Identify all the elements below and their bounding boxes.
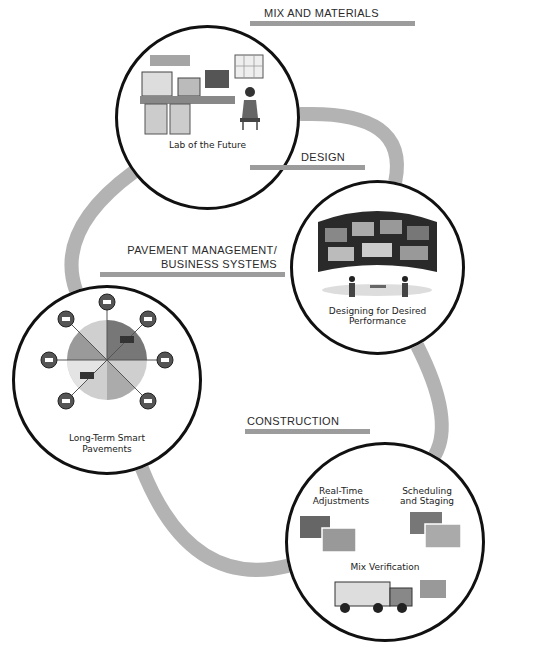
design-illustration-shape: [349, 283, 355, 297]
pavement-map-illustration-shape-shape: [66, 319, 107, 360]
pavement-map-illustration-shape-shape: [62, 317, 70, 321]
cycle-band: [417, 346, 442, 456]
design-illustration-shape: [352, 222, 374, 236]
design-illustration-shape: [322, 284, 432, 296]
design-illustration-shape: [402, 283, 408, 297]
design-illustration-shape: [402, 276, 408, 282]
circle-border: [287, 444, 484, 641]
design-illustration: [318, 211, 437, 297]
pavement-map-illustration-shape-shape: [107, 319, 148, 360]
circle-border: [117, 27, 299, 209]
cycle-band: [142, 468, 288, 570]
lab-illustration-shape: [142, 72, 172, 96]
lab-illustration-shape: [235, 55, 263, 78]
circle-outline: [285, 442, 485, 642]
construction-illustration: [300, 512, 461, 613]
construction-illustration-shape: [373, 603, 383, 613]
design-illustration-shape: [349, 276, 355, 282]
picture-caption: Real-Time Adjustments: [309, 486, 373, 507]
pavement-map-illustration-shape-shape: [62, 399, 70, 403]
construction-illustration-shape: [335, 582, 390, 606]
picture-caption: Mix Verification: [335, 562, 435, 572]
section-heading: PAVEMENT MANAGEMENT/ BUSINESS SYSTEMS: [100, 243, 285, 277]
picture-caption: Designing for Desired Performance: [325, 306, 430, 327]
lab-illustration-shape: [245, 87, 255, 97]
pavement-map-illustration-shape: [120, 336, 134, 343]
construction-illustration-shape: [397, 603, 407, 613]
circle-outline: [115, 25, 300, 210]
pavement-map-illustration-shape: [49, 302, 165, 401]
cycle-band: [300, 114, 397, 182]
picture-caption: Lab of the Future: [137, 140, 278, 150]
picture-caption: Scheduling and Staging: [393, 486, 461, 507]
pavement-map-illustration-shape-shape: [107, 302, 108, 360]
pavement-map-illustration-shape-shape: [49, 360, 107, 361]
lab-illustration-shape: [244, 55, 245, 78]
pavement-map-illustration-shape-shape: [144, 317, 152, 321]
lab-illustration-shape: [242, 100, 258, 118]
pavement-map-illustration: [41, 294, 173, 409]
pavement-map-illustration-shape: [41, 294, 173, 409]
circle-border: [292, 182, 464, 354]
section-heading: MIX AND MATERIALS: [250, 6, 415, 26]
stage-circle: CONSTRUCTIONReal-Time AdjustmentsSchedul…: [285, 442, 485, 642]
pavement-map-illustration-shape-shape: [103, 300, 111, 304]
pavement-map-illustration-shape: [67, 360, 107, 388]
pavement-map-illustration-shape-shape: [161, 358, 169, 362]
design-illustration-shape: [318, 211, 437, 272]
design-illustration-shape: [370, 285, 386, 288]
pavement-map-illustration-shape-shape: [58, 393, 74, 409]
pavement-map-illustration-shape-shape: [140, 311, 156, 327]
lab-illustration-shape: [240, 118, 260, 122]
pavement-map-illustration-shape-shape: [107, 360, 148, 401]
lab-illustration-shape: [205, 70, 229, 88]
circle-border: [14, 287, 201, 474]
pavement-map-illustration-shape-shape: [58, 311, 74, 327]
design-illustration-shape: [380, 220, 402, 234]
pavement-map-illustration-shape-shape: [107, 360, 165, 361]
stage-circle: PAVEMENT MANAGEMENT/ BUSINESS SYSTEMSLon…: [12, 285, 202, 475]
pavement-map-illustration-shape-shape: [144, 399, 152, 403]
design-illustration-shape: [407, 226, 429, 240]
pavement-map-illustration-shape-shape: [99, 294, 115, 310]
picture-caption: Long-Term Smart Pavements: [65, 433, 149, 454]
section-heading: DESIGN: [250, 150, 365, 170]
lab-illustration-shape: [140, 96, 235, 104]
lab-illustration-shape: [170, 104, 190, 134]
design-illustration-shape: [328, 247, 354, 261]
lab-illustration-shape: [242, 122, 244, 130]
design-illustration-shape: [325, 228, 347, 242]
construction-illustration-shape: [340, 603, 350, 613]
pavement-map-illustration-shape-shape: [157, 352, 173, 368]
section-heading: CONSTRUCTION: [245, 414, 370, 434]
lab-illustration-shape: [178, 78, 200, 96]
stage-circle: DESIGNDesigning for Desired Performance: [290, 180, 465, 355]
design-illustration-shape: [362, 243, 392, 257]
lab-illustration-shape: [254, 55, 255, 78]
pavement-map-illustration-shape: [80, 372, 94, 379]
pavement-map-illustration-shape: [45, 300, 169, 403]
construction-illustration-shape: [425, 524, 461, 548]
lab-illustration-shape: [235, 66, 263, 67]
pavement-map-illustration-shape-shape: [41, 352, 57, 368]
pavement-map-illustration-shape-shape: [140, 393, 156, 409]
pavement-map-illustration-shape: [107, 360, 135, 400]
pavement-map-illustration-shape: [67, 332, 107, 360]
lab-illustration-shape: [256, 122, 258, 130]
lab-illustration-shape: [150, 55, 190, 66]
lab-illustration: [140, 55, 263, 134]
stage-circle: MIX AND MATERIALSLab of the Future: [115, 25, 300, 210]
pavement-map-illustration-shape-shape: [66, 360, 107, 401]
construction-illustration-shape: [322, 528, 356, 552]
construction-illustration-shape: [420, 580, 446, 598]
pavement-map-illustration-shape: [107, 320, 147, 360]
design-illustration-shape: [400, 246, 428, 260]
circle-outline: [290, 180, 465, 355]
lab-illustration-shape: [145, 104, 167, 134]
pavement-map-illustration-shape-shape: [45, 358, 53, 362]
